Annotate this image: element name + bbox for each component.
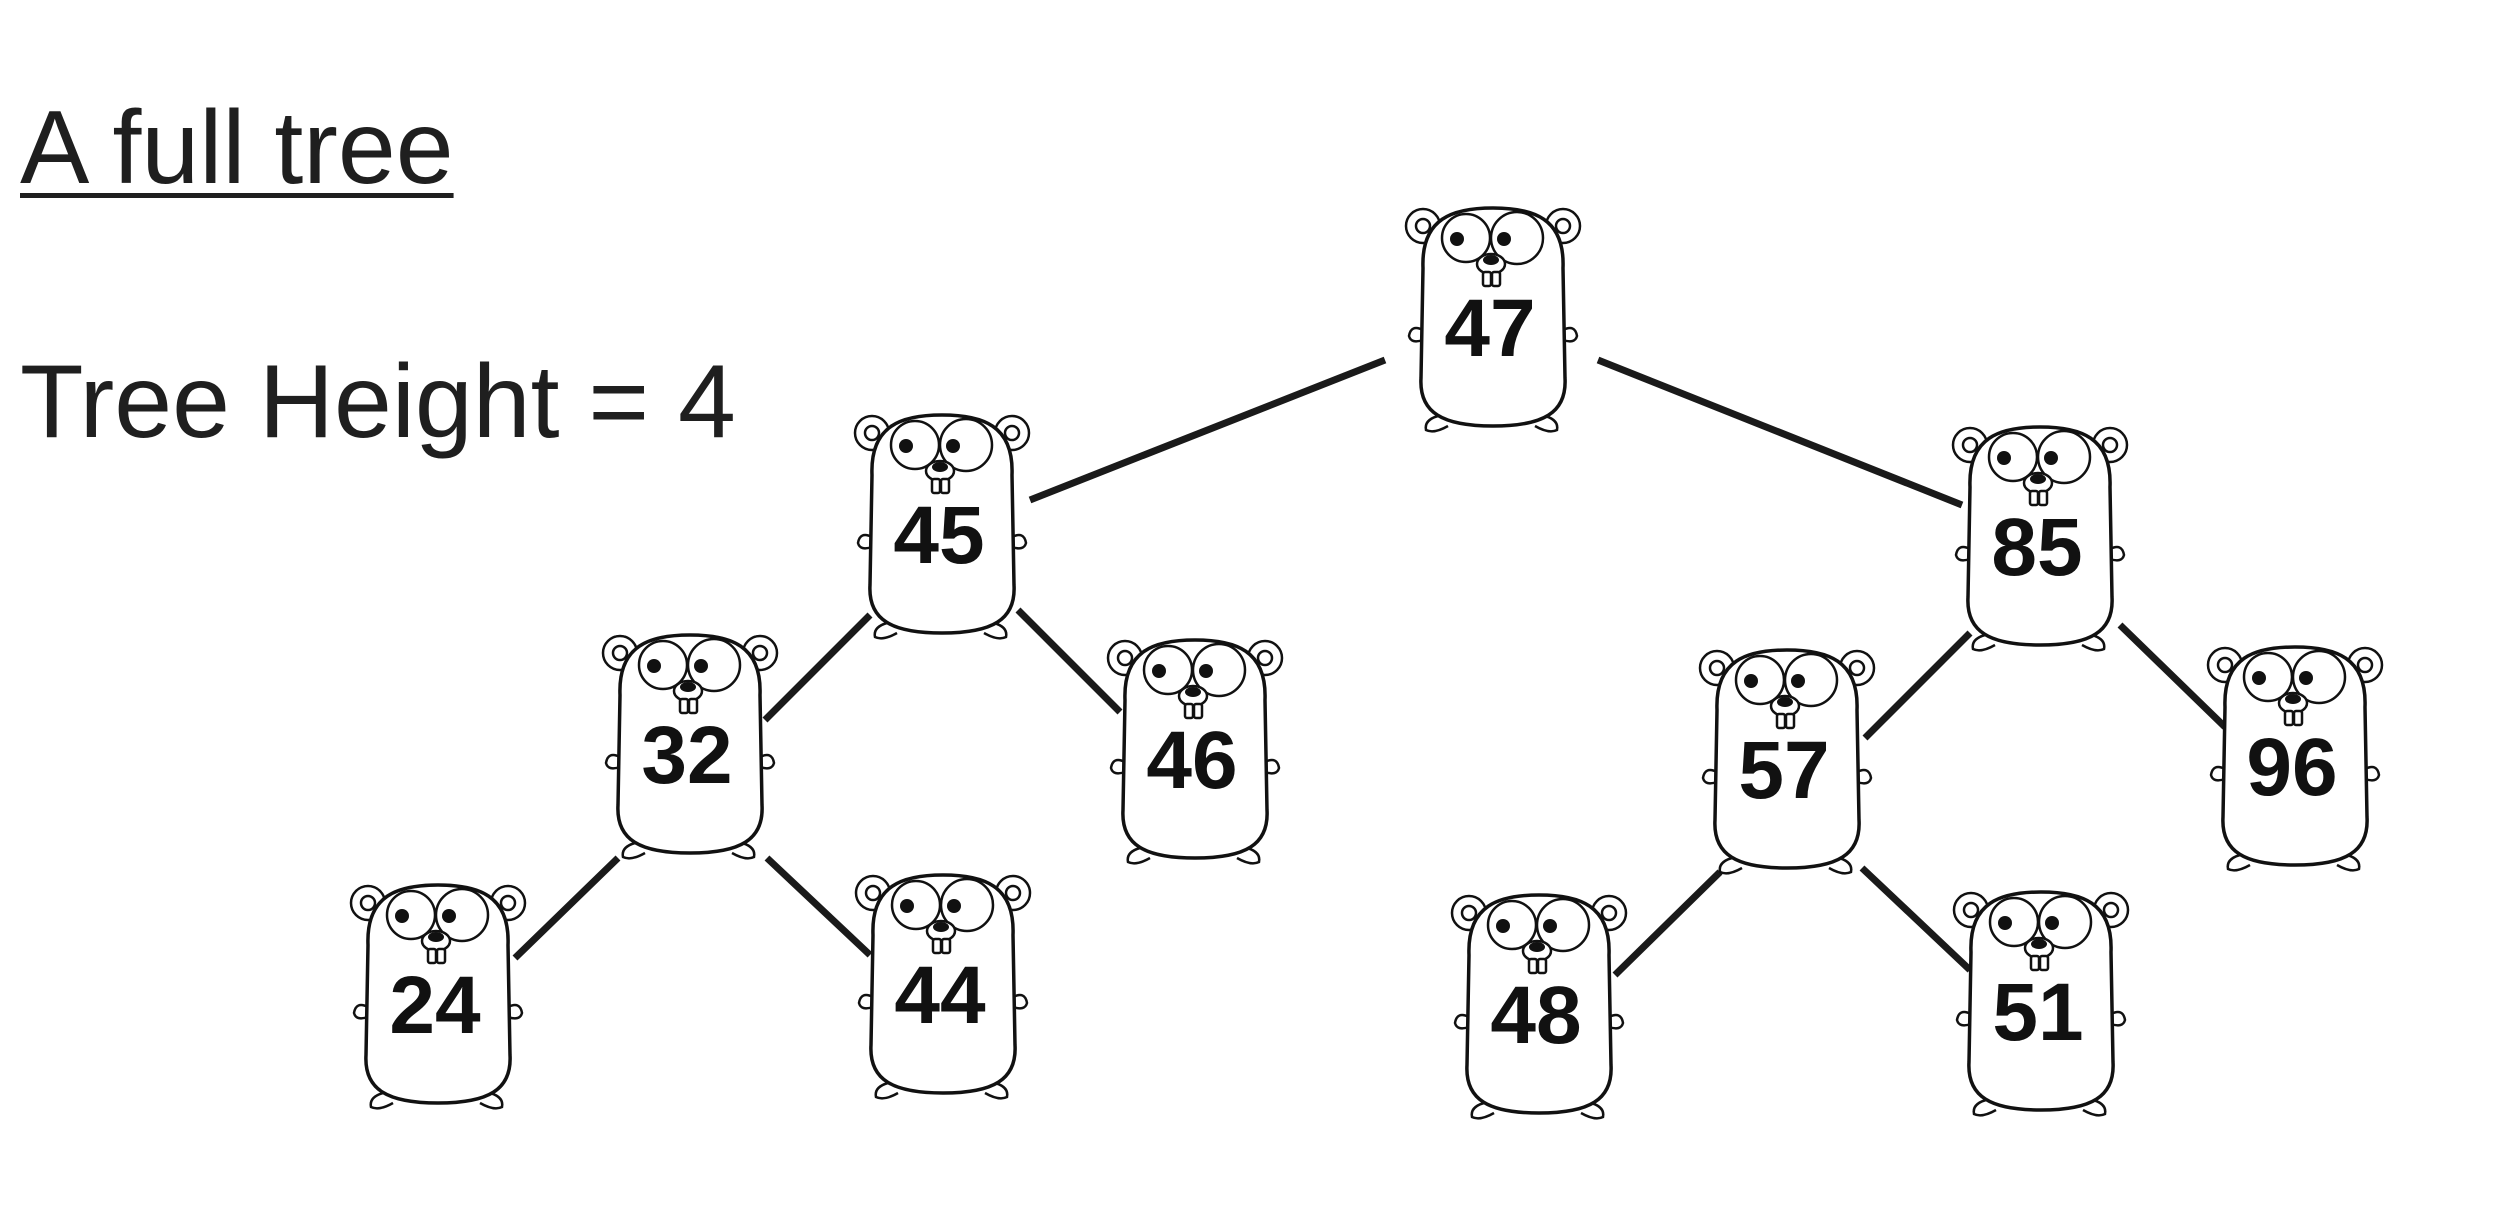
gopher-inner-ear-icon — [1462, 906, 1476, 920]
gopher-pupil-icon — [946, 439, 960, 453]
gopher-pupil-icon — [2299, 671, 2313, 685]
gopher-inner-ear-icon — [866, 886, 880, 900]
gopher-pupil-icon — [2044, 451, 2058, 465]
tree-edge-n32-n44 — [767, 858, 870, 955]
gopher-inner-ear-icon — [2218, 658, 2232, 672]
gopher-nose-icon — [2031, 939, 2047, 949]
node-value-label: 48 — [1490, 970, 1581, 1061]
gopher-inner-ear-icon — [1005, 426, 1019, 440]
gopher-pupil-icon — [899, 439, 913, 453]
tree-edge-n57-n48 — [1615, 872, 1720, 975]
tree-edge-n85-n96 — [2120, 625, 2225, 727]
gopher-nose-icon — [428, 932, 444, 942]
tree-node-45: 45 — [855, 415, 1029, 638]
tree-node-96: 96 — [2208, 647, 2382, 870]
tree-edge-n47-n45 — [1030, 360, 1385, 500]
gopher-nose-icon — [680, 682, 696, 692]
gopher-pupil-icon — [900, 899, 914, 913]
node-value-label: 51 — [1992, 967, 2083, 1058]
tree-edge-n85-n57 — [1865, 633, 1970, 738]
gopher-nose-icon — [2030, 474, 2046, 484]
tree-node-24: 24 — [351, 885, 525, 1108]
tree-node-57: 57 — [1700, 650, 1874, 873]
gopher-inner-ear-icon — [2103, 438, 2117, 452]
node-value-label: 57 — [1738, 725, 1829, 816]
tree-node-44: 44 — [856, 875, 1030, 1098]
gopher-pupil-icon — [694, 659, 708, 673]
gopher-inner-ear-icon — [1964, 903, 1978, 917]
gopher-pupil-icon — [395, 909, 409, 923]
tree-node-51: 51 — [1954, 892, 2128, 1115]
node-value-label: 32 — [641, 710, 732, 801]
gopher-inner-ear-icon — [361, 896, 375, 910]
node-value-label: 24 — [389, 960, 481, 1051]
tree-edge-n45-n32 — [765, 615, 870, 720]
gopher-inner-ear-icon — [1850, 661, 1864, 675]
gopher-pupil-icon — [442, 909, 456, 923]
gopher-inner-ear-icon — [613, 646, 627, 660]
gopher-inner-ear-icon — [1602, 906, 1616, 920]
gopher-pupil-icon — [1791, 674, 1805, 688]
gopher-pupil-icon — [1998, 916, 2012, 930]
gopher-inner-ear-icon — [2358, 658, 2372, 672]
tree-node-47: 47 — [1406, 208, 1580, 431]
gopher-inner-ear-icon — [1416, 219, 1430, 233]
tree-node-46: 46 — [1108, 640, 1282, 863]
gopher-nose-icon — [2285, 694, 2301, 704]
tree-node-85: 85 — [1953, 427, 2127, 650]
gopher-pupil-icon — [1199, 664, 1213, 678]
gopher-inner-ear-icon — [1258, 651, 1272, 665]
gopher-nose-icon — [1185, 687, 1201, 697]
node-value-label: 46 — [1146, 715, 1237, 806]
gopher-nose-icon — [1529, 942, 1545, 952]
gopher-pupil-icon — [2252, 671, 2266, 685]
tree-node-48: 48 — [1452, 895, 1626, 1118]
gopher-pupil-icon — [1496, 919, 1510, 933]
gopher-inner-ear-icon — [1963, 438, 1977, 452]
node-value-label: 85 — [1991, 502, 2082, 593]
gopher-inner-ear-icon — [753, 646, 767, 660]
gopher-inner-ear-icon — [865, 426, 879, 440]
gopher-pupil-icon — [1152, 664, 1166, 678]
tree-edge-n45-n46 — [1018, 610, 1120, 712]
gopher-inner-ear-icon — [1710, 661, 1724, 675]
gopher-inner-ear-icon — [1556, 219, 1570, 233]
tree-edge-n47-n85 — [1598, 360, 1962, 505]
gopher-pupil-icon — [1543, 919, 1557, 933]
tree-node-32: 32 — [603, 635, 777, 858]
gopher-pupil-icon — [1997, 451, 2011, 465]
gopher-pupil-icon — [1744, 674, 1758, 688]
tree-nodes: 47 45 85 32 46 57 96 24 44 48 51 — [351, 208, 2382, 1118]
node-value-label: 96 — [2246, 722, 2337, 813]
gopher-pupil-icon — [1450, 232, 1464, 246]
node-value-label: 47 — [1444, 283, 1535, 374]
node-value-label: 45 — [893, 490, 984, 581]
gopher-nose-icon — [1777, 697, 1793, 707]
gopher-inner-ear-icon — [501, 896, 515, 910]
gopher-pupil-icon — [1497, 232, 1511, 246]
gopher-pupil-icon — [947, 899, 961, 913]
gopher-nose-icon — [1483, 255, 1499, 265]
tree-edge-n32-n24 — [515, 858, 618, 958]
gopher-inner-ear-icon — [1006, 886, 1020, 900]
tree-edge-n57-n51 — [1862, 868, 1970, 970]
gopher-pupil-icon — [2045, 916, 2059, 930]
gopher-inner-ear-icon — [1118, 651, 1132, 665]
node-value-label: 44 — [894, 950, 986, 1041]
gopher-nose-icon — [933, 922, 949, 932]
gopher-inner-ear-icon — [2104, 903, 2118, 917]
gopher-pupil-icon — [647, 659, 661, 673]
gopher-nose-icon — [932, 462, 948, 472]
